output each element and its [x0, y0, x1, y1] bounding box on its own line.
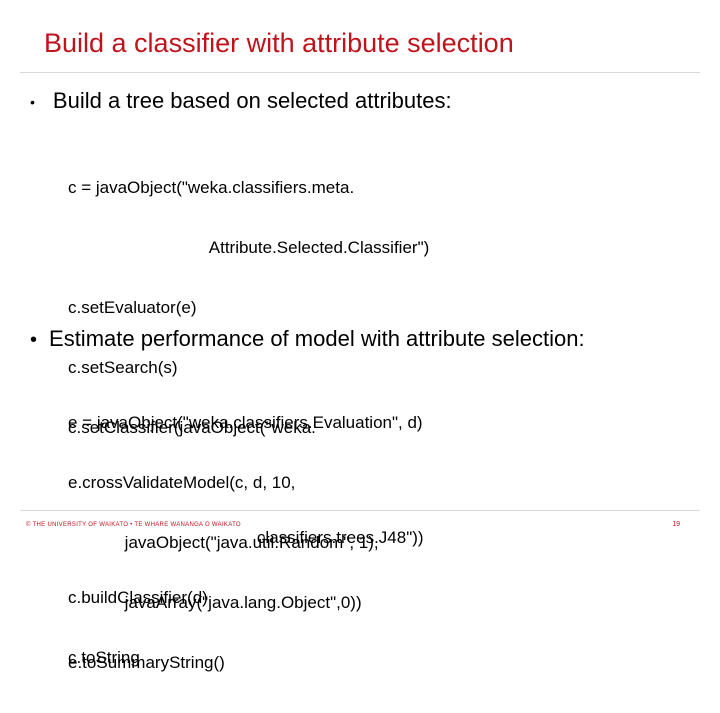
code-line: Attribute.Selected.Classifier")	[68, 238, 430, 257]
page-number: 19	[672, 521, 680, 528]
code-block-evaluate: e = javaObject("weka.classifiers.Evaluat…	[68, 373, 423, 713]
footer-divider	[20, 510, 700, 511]
bullet-marker: •	[30, 328, 38, 351]
slide-title: Build a classifier with attribute select…	[44, 28, 514, 58]
code-line: e.toSummaryString()	[68, 653, 225, 672]
code-line: c = javaObject("weka.classifiers.meta.	[68, 178, 355, 197]
code-line: javaArray("java.lang.Object",0))	[68, 593, 362, 612]
bullet-estimate-performance: • Estimate performance of model with attr…	[30, 326, 585, 352]
bullet-text: Estimate performance of model with attri…	[49, 326, 585, 351]
code-line: e.crossValidateModel(c, d, 10,	[68, 473, 296, 492]
code-line: javaObject("java.util.Random", 1),	[68, 533, 379, 552]
code-line: c.setEvaluator(e)	[68, 298, 197, 317]
code-line: e = javaObject("weka.classifiers.Evaluat…	[68, 413, 423, 432]
title-divider	[20, 72, 700, 73]
bullet-text: Build a tree based on selected attribute…	[52, 88, 452, 113]
bullet-build-tree: • Build a tree based on selected attribut…	[30, 88, 452, 114]
code-line: c.setSearch(s)	[68, 358, 178, 377]
slide: Build a classifier with attribute select…	[20, 28, 700, 672]
code-line: c.setClassifier(javaObject("weka.	[68, 418, 316, 437]
bullet-marker: •	[30, 94, 35, 111]
footer-copyright: © THE UNIVERSITY OF WAIKATO • TE WHARE W…	[26, 522, 241, 528]
